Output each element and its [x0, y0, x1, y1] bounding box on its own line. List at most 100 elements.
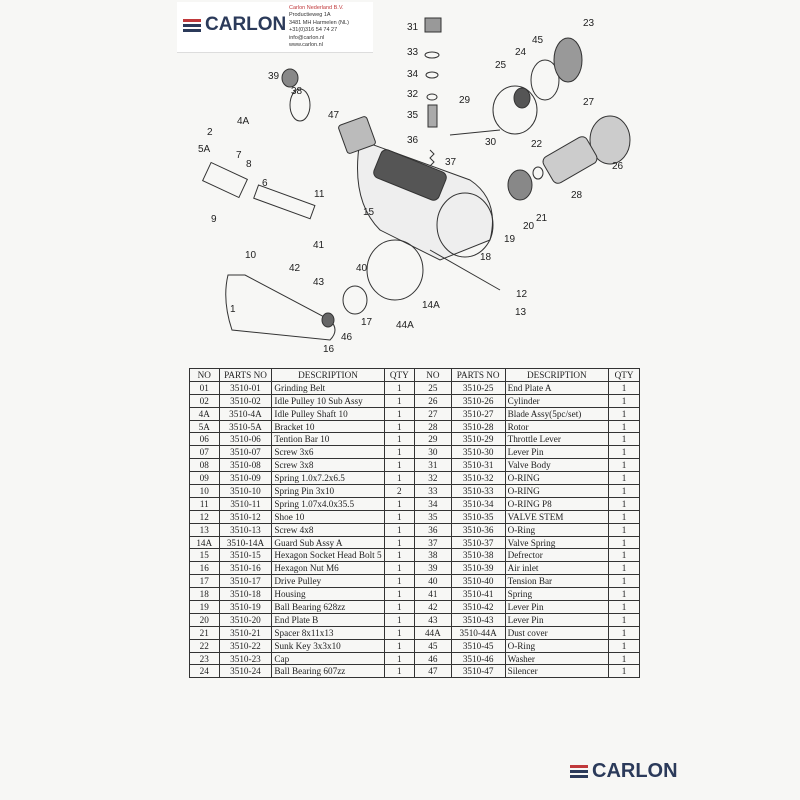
part-qty: 1: [608, 638, 640, 653]
part-number: 3510-28: [450, 419, 506, 434]
part-no: 21: [189, 625, 220, 640]
part-no: 42: [414, 600, 452, 614]
part-qty: 1: [383, 471, 416, 486]
col-parts-no: PARTS NO: [218, 368, 273, 382]
part-no: 13: [189, 522, 220, 537]
part-qty: 1: [608, 548, 640, 563]
silencer-grille: [373, 149, 447, 201]
callout-24: 24: [515, 47, 527, 58]
part-number: 3510-20: [218, 612, 273, 627]
part-no: 02: [189, 393, 220, 408]
part-no: 25: [414, 380, 452, 395]
part-description: Hexagon Socket Head Bolt 5: [271, 548, 385, 563]
table-header-row: NO PARTS NO DESCRIPTION QTY: [189, 368, 416, 382]
part-no: 08: [189, 458, 220, 473]
part-description: Shoe 10: [271, 509, 385, 524]
website[interactable]: www.carlon.nl: [289, 42, 323, 49]
company-name: Carlon Nederland B.V.: [289, 5, 344, 11]
guard: [366, 239, 424, 301]
part-number: 3510-41: [450, 587, 506, 602]
callout-33: 33: [407, 47, 419, 58]
part-number: 3510-18: [218, 587, 273, 602]
part-no: 19: [189, 600, 220, 614]
part-description: Guard Sub Assy A: [271, 535, 385, 550]
part-description: Spring 1.07x4.0x35.5: [271, 496, 385, 511]
callout-36: 36: [407, 135, 419, 146]
part-description: Silencer: [504, 664, 610, 679]
part-number: 3510-39: [450, 561, 506, 576]
part-no: 40: [414, 574, 452, 589]
part-number: 3510-08: [218, 458, 273, 473]
callout-34: 34: [407, 69, 419, 80]
part-number: 3510-44A: [450, 625, 506, 640]
part-qty: 1: [608, 393, 640, 408]
part-qty: 1: [383, 406, 416, 421]
part-description: Defrector: [504, 548, 610, 563]
part-description: O-Ring: [504, 522, 610, 537]
part-no: 24: [189, 664, 220, 679]
part-no: 28: [414, 419, 452, 434]
deflector: [289, 88, 311, 122]
part-number: 3510-02: [218, 393, 273, 408]
part-qty: 1: [608, 522, 640, 537]
part-qty: 1: [383, 509, 416, 524]
callout-29: 29: [459, 95, 471, 106]
callout-8: 8: [246, 159, 252, 170]
part-no: 46: [414, 651, 452, 666]
cylinder: [589, 115, 631, 165]
part-number: 3510-15: [218, 548, 273, 563]
email[interactable]: info@carlon.nl: [289, 34, 325, 41]
part-qty: 1: [608, 561, 640, 576]
part-qty: 1: [383, 612, 416, 627]
part-qty: 1: [383, 600, 416, 614]
part-no: 33: [414, 484, 452, 498]
part-number: 3510-45: [450, 638, 506, 653]
part-qty: 1: [383, 432, 416, 447]
drive-pulley: [342, 285, 368, 315]
part-description: Lever Pin: [504, 612, 610, 627]
part-qty: 1: [383, 638, 416, 653]
col-no: NO: [414, 368, 452, 382]
part-qty: 1: [608, 406, 640, 421]
part-description: Idle Pulley 10 Sub Assy: [271, 393, 385, 408]
part-number: 3510-4A: [218, 406, 273, 421]
part-qty: 1: [383, 651, 416, 666]
part-qty: 1: [608, 419, 640, 434]
part-no: 01: [189, 380, 220, 395]
part-qty: 1: [608, 380, 640, 395]
part-qty: 1: [383, 445, 416, 460]
part-description: Washer: [504, 651, 610, 666]
address-line: Productieweg 1A: [289, 12, 331, 19]
part-qty: 1: [383, 548, 416, 563]
part-no: 34: [414, 496, 452, 511]
valve-body: [424, 17, 442, 33]
part-description: Ball Bearing 628zz: [271, 600, 385, 614]
part-qty: 1: [383, 664, 416, 679]
part-number: 3510-21: [218, 625, 273, 640]
part-description: Lever Pin: [504, 600, 610, 614]
callout-15: 15: [363, 207, 375, 218]
logo-mark-icon: [570, 765, 588, 778]
housing: [357, 139, 493, 261]
part-number: 3510-33: [450, 484, 506, 498]
part-number: 3510-14A: [218, 535, 273, 550]
part-no: 44A: [414, 625, 452, 640]
company-card: CARLON Carlon Nederland B.V. Productiewe…: [177, 2, 373, 53]
